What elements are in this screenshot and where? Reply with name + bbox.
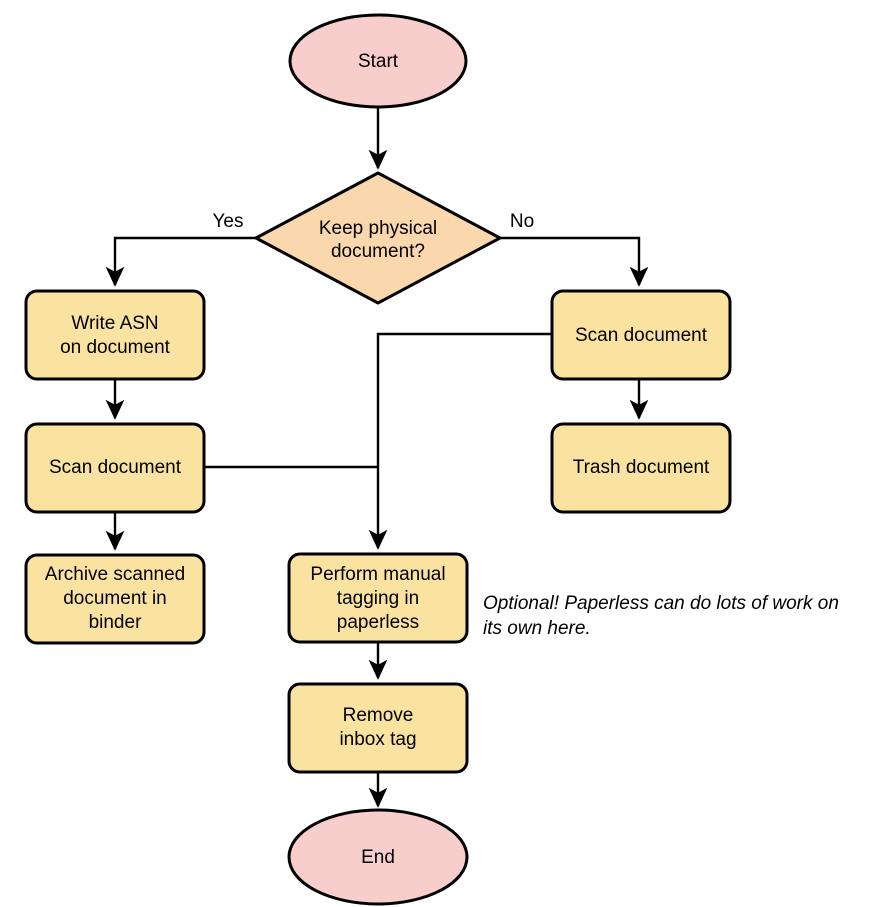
remove-inbox-label-line1: Remove bbox=[343, 705, 414, 726]
start-ellipse-shape bbox=[288, 13, 468, 109]
edge-labels-layer: Yes No bbox=[213, 211, 535, 232]
trash-label: Trash document bbox=[573, 457, 710, 478]
node-scan-document-left[interactable]: Scan document bbox=[24, 422, 206, 514]
node-archive-scanned-document[interactable]: Archive scanned document in binder bbox=[24, 553, 206, 645]
write-asn-label-line2: on document bbox=[60, 337, 171, 358]
edge-decision-no-to-scan-right bbox=[500, 236, 649, 287]
node-remove-inbox-tag[interactable]: Remove inbox tag bbox=[287, 682, 469, 774]
node-start[interactable]: Start bbox=[288, 13, 468, 109]
scan-right-box-shape bbox=[550, 289, 732, 381]
decision-label-line2: document? bbox=[331, 241, 425, 262]
edge-label-yes: Yes bbox=[213, 211, 244, 232]
archive-box-shape bbox=[24, 553, 206, 645]
node-end[interactable]: End bbox=[287, 808, 469, 906]
tagging-label-line3: paperless bbox=[337, 612, 419, 633]
scan-left-label: Scan document bbox=[49, 457, 182, 478]
node-write-asn-on-document[interactable]: Write ASN on document bbox=[24, 289, 206, 381]
edges-layer bbox=[105, 107, 649, 808]
annotation-note: Optional! Paperless can do lots of work … bbox=[483, 593, 839, 639]
start-label: Start bbox=[358, 51, 399, 72]
remove-inbox-label-line2: inbox tag bbox=[339, 729, 416, 750]
decision-label-line1: Keep physical bbox=[319, 218, 437, 239]
scan-right-label: Scan document bbox=[575, 325, 708, 346]
tagging-label-line2: tagging in bbox=[337, 588, 419, 609]
write-asn-box-shape bbox=[24, 289, 206, 381]
end-label: End bbox=[361, 847, 395, 868]
tagging-label-line1: Perform manual bbox=[310, 564, 445, 585]
trash-box-shape bbox=[550, 422, 732, 514]
decision-diamond-shape bbox=[254, 171, 502, 305]
edge-label-no: No bbox=[510, 211, 534, 232]
node-trash-document[interactable]: Trash document bbox=[550, 422, 732, 514]
tagging-box-shape bbox=[287, 552, 469, 644]
note-line2: its own here. bbox=[483, 618, 591, 639]
archive-label-line3: binder bbox=[89, 612, 142, 633]
write-asn-label-line1: Write ASN bbox=[71, 313, 158, 334]
edge-decision-yes-to-write-asn bbox=[105, 236, 256, 287]
node-scan-document-right[interactable]: Scan document bbox=[550, 289, 732, 381]
node-decision-keep-physical-document[interactable]: Keep physical document? bbox=[254, 171, 502, 305]
edge-scan-right-to-tagging bbox=[368, 332, 552, 550]
remove-inbox-box-shape bbox=[287, 682, 469, 774]
node-perform-manual-tagging[interactable]: Perform manual tagging in paperless bbox=[287, 552, 469, 644]
note-line1: Optional! Paperless can do lots of work … bbox=[483, 593, 839, 614]
archive-label-line1: Archive scanned bbox=[45, 564, 185, 585]
archive-label-line2: document in bbox=[63, 588, 167, 609]
scan-left-box-shape bbox=[24, 422, 206, 514]
end-ellipse-shape bbox=[287, 808, 469, 906]
